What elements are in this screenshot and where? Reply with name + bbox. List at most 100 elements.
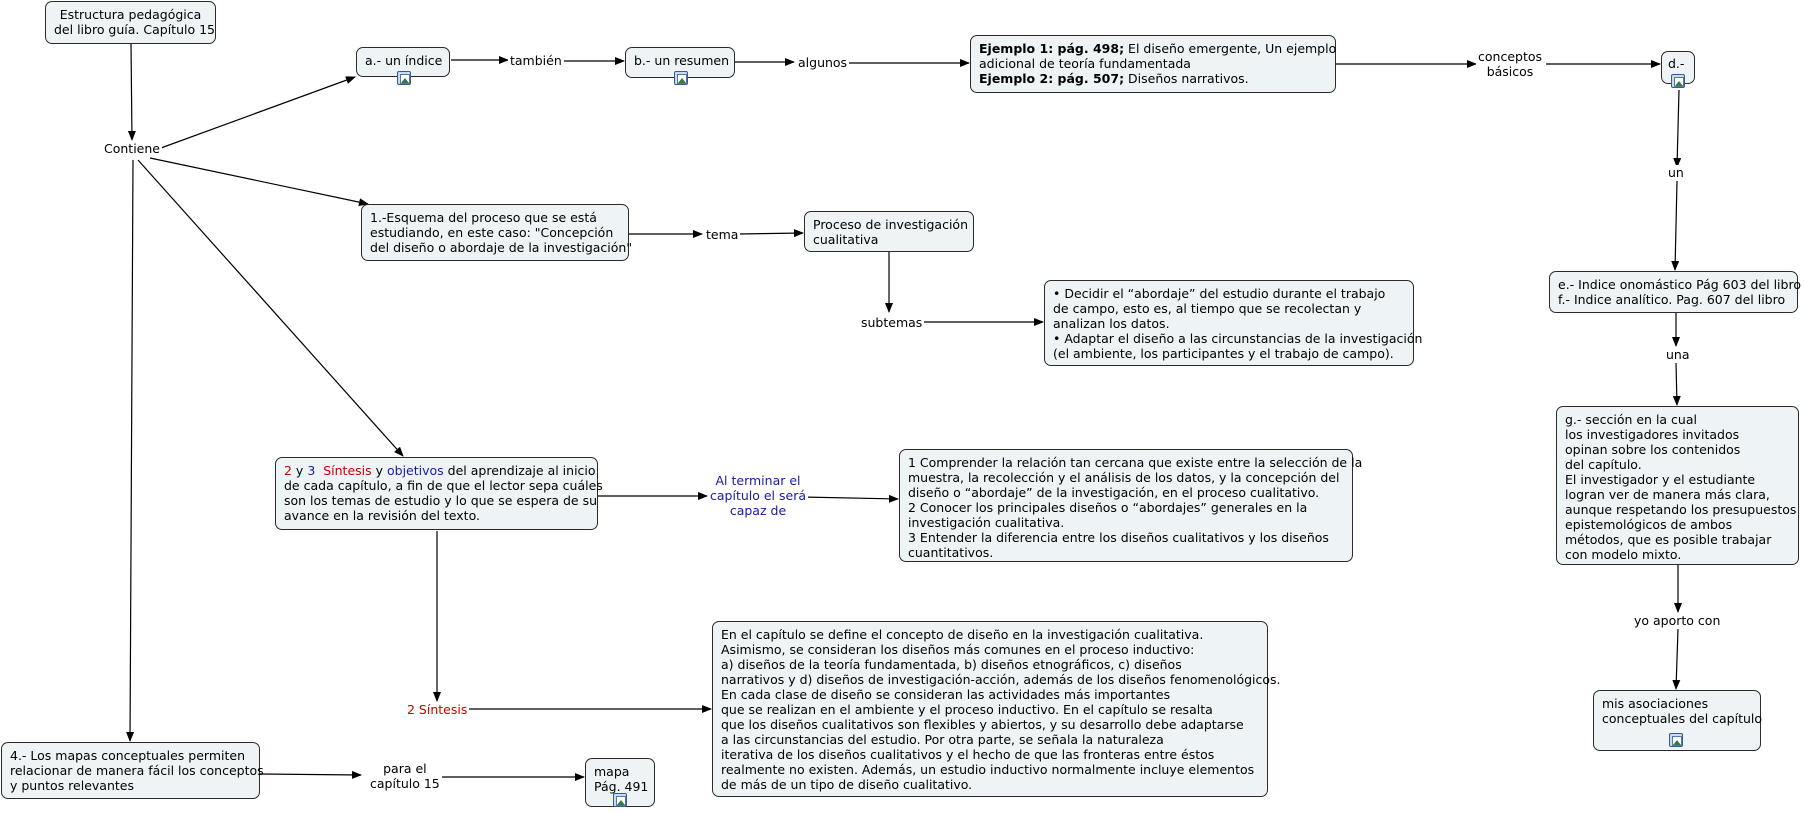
node-comprender[interactable]: 1 Comprender la relación tan cercana que… — [899, 449, 1363, 562]
node-proceso[interactable]: Proceso de investigación cualitativa — [804, 211, 974, 252]
node-text: Ejemplo 2: pág. 507; Diseños narrativos. — [979, 71, 1327, 86]
edge-yo-asociaciones — [1672, 628, 1681, 690]
node-text: Asimismo, se consideran los diseños más … — [721, 642, 1195, 657]
text-run: y — [291, 463, 308, 478]
node-ejemplos[interactable]: Ejemplo 1: pág. 498; El diseño emergente… — [970, 35, 1336, 93]
link-tema: tema — [704, 227, 741, 242]
edge-tema-proceso — [738, 229, 804, 238]
node-text: Estructura pedagógica — [59, 7, 202, 22]
node-text: a las circunstancias del estudio. Por ot… — [721, 732, 1164, 747]
node-text: a.- un índice — [365, 53, 443, 68]
link-una: una — [1664, 347, 1692, 362]
node-text: mapa — [594, 764, 630, 779]
node-text: 2 y 3 Síntesis y objetivos del aprendiza… — [284, 463, 596, 478]
node-text: 1 Comprender la relación tan cercana que… — [908, 455, 1363, 470]
text-run: del aprendizaje al inicio — [443, 463, 596, 478]
blue-text: objetivos — [387, 463, 444, 478]
node-text: En el capítulo se define el concepto de … — [721, 627, 1204, 642]
node-text: e.- Indice onomástico Pág 603 del libro — [1558, 277, 1801, 292]
edge-contiene-mapas — [126, 159, 135, 742]
bold-text: Ejemplo 2: pág. 507; — [979, 71, 1125, 86]
node-text: • Adaptar el diseño a las circunstancias… — [1053, 331, 1423, 346]
node-text: analizan los datos. — [1053, 316, 1170, 331]
link-tambien: también — [508, 53, 564, 68]
node-text: de más de un tipo de diseño cualitativo. — [721, 777, 973, 792]
text-run: El diseño emergente, Un ejemplo — [1124, 41, 1337, 56]
edge-d-un — [1673, 89, 1682, 168]
link-text: conceptos — [1478, 49, 1543, 64]
node-text: diseño o “abordaje” de la investigación,… — [908, 485, 1320, 500]
edge-mapas-para — [259, 770, 362, 779]
node-text: b.- un resumen — [634, 53, 729, 68]
edge-contiene-esquema — [149, 157, 369, 207]
node-text: En cada clase de diseño se consideran la… — [721, 687, 1171, 702]
red-text: 2 — [284, 463, 292, 478]
node-asociaciones[interactable]: mis asociaciones conceptuales del capítu… — [1593, 690, 1763, 751]
node-text: del capítulo. — [1565, 457, 1642, 472]
node-text: aunque respetando los presupuestos — [1565, 502, 1797, 517]
node-indice[interactable]: a.- un índice — [356, 47, 450, 85]
node-text: epistemológicos de ambos — [1565, 517, 1733, 532]
link-para-el: para el capítulo 15 — [368, 761, 442, 791]
link-text: capítulo el será — [710, 488, 806, 503]
node-text: estudiando, en este caso: "Concepción — [370, 225, 614, 240]
node-text: con modelo mixto. — [1565, 547, 1682, 562]
node-text: (el ambiente, los participantes y el tra… — [1053, 346, 1394, 361]
node-text: conceptuales del capítulo — [1602, 711, 1763, 726]
link-algunos: algunos — [796, 55, 850, 70]
image-icon[interactable] — [397, 71, 411, 85]
node-text: opinan sobre los contenidos — [1565, 442, 1741, 457]
link-contiene: Contiene — [102, 141, 162, 156]
node-text: relacionar de manera fácil los conceptos — [10, 763, 264, 778]
node-text: • Decidir el “abordaje” del estudio dura… — [1053, 286, 1386, 301]
node-text: cualitativa — [813, 232, 879, 247]
link-al-terminar: Al terminar el capítulo el será capaz de — [708, 473, 808, 518]
node-text: métodos, que es posible trabajar — [1565, 532, 1772, 547]
node-resumen[interactable]: b.- un resumen — [625, 47, 735, 85]
node-d[interactable]: d.- — [1661, 51, 1695, 88]
link-2-sintesis: 2 Síntesis — [405, 702, 470, 717]
node-text: Pág. 491 — [594, 779, 649, 794]
node-estructura[interactable]: Estructura pedagógica del libro guía. Ca… — [45, 1, 216, 44]
node-text: de campo, esto es, al tiempo que se reco… — [1053, 301, 1362, 316]
node-mapa[interactable]: mapa Pág. 491 — [585, 758, 655, 807]
node-text: 3 Entender la diferencia entre los diseñ… — [908, 530, 1329, 545]
text-run: y — [371, 463, 387, 478]
node-text: del diseño o abordaje de la investigació… — [370, 240, 633, 255]
node-indices[interactable]: e.- Indice onomástico Pág 603 del libro … — [1549, 271, 1801, 313]
node-text: Proceso de investigación — [813, 217, 969, 232]
image-icon[interactable] — [1671, 74, 1685, 88]
link-un: un — [1666, 165, 1686, 180]
node-text: muestra, la recolección y el análisis de… — [908, 470, 1340, 485]
node-text: mis asociaciones — [1602, 696, 1709, 711]
node-text: logran ver de manera más clara, — [1565, 487, 1770, 502]
edge-contiene-indice — [149, 76, 356, 153]
link-yo-aporto: yo aporto con — [1632, 613, 1723, 628]
node-text: realmente no existen. Además, un estudio… — [721, 762, 1255, 777]
node-text: 1.-Esquema del proceso que se está — [370, 210, 597, 225]
link-conceptos: conceptos básicos — [1476, 49, 1545, 79]
node-sintesis[interactable]: 2 y 3 Síntesis y objetivos del aprendiza… — [275, 457, 603, 530]
edge-alterminar-comprender — [801, 494, 899, 503]
image-icon[interactable] — [1669, 733, 1683, 747]
node-seccion[interactable]: g.- sección en la cual los investigadore… — [1556, 406, 1799, 565]
node-text: a) diseños de la teoría fundamentada, b)… — [721, 657, 1182, 672]
node-text: 4.- Los mapas conceptuales permiten — [10, 748, 245, 763]
node-subtemas-box[interactable]: • Decidir el “abordaje” del estudio dura… — [1044, 280, 1423, 366]
link-text: Al terminar el — [715, 473, 801, 488]
edge-estructura-contiene — [127, 43, 136, 141]
edge-contiene-sintesis — [137, 159, 404, 457]
node-capitulo[interactable]: En el capítulo se define el concepto de … — [712, 621, 1281, 797]
node-text: y puntos relevantes — [10, 778, 134, 793]
node-text: son los temas de estudio y lo que se esp… — [284, 493, 598, 508]
node-text: que se realizan en el ambiente y el proc… — [721, 702, 1213, 717]
image-icon[interactable] — [674, 71, 688, 85]
red-text: Síntesis — [315, 463, 372, 478]
node-mapas[interactable]: 4.- Los mapas conceptuales permiten rela… — [1, 742, 264, 799]
node-text: iterativa de los diseños cualitativos y … — [721, 747, 1215, 762]
node-esquema[interactable]: 1.-Esquema del proceso que se está estud… — [361, 204, 633, 261]
image-icon[interactable] — [613, 793, 627, 807]
node-text: investigación cualitativa. — [908, 515, 1065, 530]
link-text: básicos — [1486, 64, 1534, 79]
